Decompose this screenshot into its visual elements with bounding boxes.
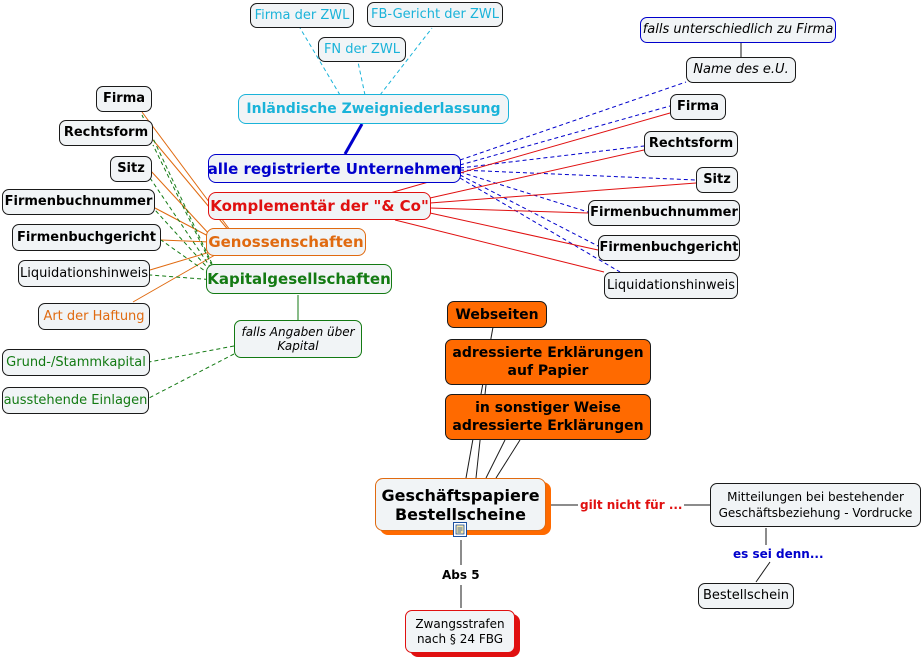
node-right-firmenbuchnummer[interactable]: Firmenbuchnummer <box>588 200 740 226</box>
node-right-sitz[interactable]: Sitz <box>696 167 738 193</box>
node-komplementaer[interactable]: Komplementär der "& Co" <box>208 192 431 220</box>
node-falls-unterschiedlich[interactable]: falls unterschiedlich zu Firma <box>640 17 836 43</box>
node-sonstiger-weise[interactable]: in sonstiger Weise adressierte Erklärung… <box>445 394 651 440</box>
node-fb-gericht-zwl[interactable]: FB-Gericht der ZWL <box>367 2 503 27</box>
node-genossenschaften[interactable]: Genossenschaften <box>206 228 366 256</box>
node-firma-zwl[interactable]: Firma der ZWL <box>250 3 354 28</box>
label-es-sei-denn: es sei denn... <box>733 547 824 561</box>
node-kapitalgesellschaften[interactable]: Kapitalgesellschaften <box>206 264 392 294</box>
node-name-eu[interactable]: Name des e.U. <box>686 57 796 83</box>
note-icon[interactable] <box>453 522 467 537</box>
node-geschaeftspapiere[interactable]: Geschäftspapiere Bestellscheine <box>375 478 546 531</box>
node-grund-stammkapital[interactable]: Grund-/Stammkapital <box>2 349 150 376</box>
node-webseiten[interactable]: Webseiten <box>447 301 547 328</box>
node-bestellschein[interactable]: Bestellschein <box>698 583 794 609</box>
node-inlaendische-zweigniederlassung[interactable]: Inländische Zweigniederlassung <box>238 94 509 124</box>
node-left-firmenbuchgericht[interactable]: Firmenbuchgericht <box>12 224 161 251</box>
node-adressierte-papier[interactable]: adressierte Erklärungen auf Papier <box>445 339 651 385</box>
node-falls-angaben-kapital[interactable]: falls Angaben über Kapital <box>234 320 362 358</box>
node-ausstehende-einlagen[interactable]: ausstehende Einlagen <box>2 387 149 414</box>
node-alle-registrierte-unternehmen[interactable]: alle registrierte Unternehmen <box>208 154 461 183</box>
node-left-rechtsform[interactable]: Rechtsform <box>59 120 153 146</box>
node-left-sitz[interactable]: Sitz <box>110 156 152 182</box>
node-left-liquidationshinweis[interactable]: Liquidationshinweis <box>18 260 150 287</box>
node-mitteilungen[interactable]: Mitteilungen bei bestehender Geschäftsbe… <box>710 483 921 527</box>
label-gilt-nicht: gilt nicht für ... <box>580 498 683 512</box>
node-right-rechtsform[interactable]: Rechtsform <box>644 131 738 157</box>
node-right-firma[interactable]: Firma <box>670 94 726 120</box>
node-right-firmenbuchgericht[interactable]: Firmenbuchgericht <box>598 235 740 261</box>
node-art-der-haftung[interactable]: Art der Haftung <box>38 303 150 330</box>
node-right-liquidationshinweis[interactable]: Liquidationshinweis <box>604 272 738 299</box>
node-zwangsstrafen[interactable]: Zwangsstrafen nach § 24 FBG <box>405 610 515 653</box>
node-left-firma[interactable]: Firma <box>96 86 152 112</box>
node-fn-zwl[interactable]: FN der ZWL <box>318 37 406 62</box>
node-left-firmenbuchnummer[interactable]: Firmenbuchnummer <box>2 189 155 215</box>
label-abs5: Abs 5 <box>442 568 480 582</box>
